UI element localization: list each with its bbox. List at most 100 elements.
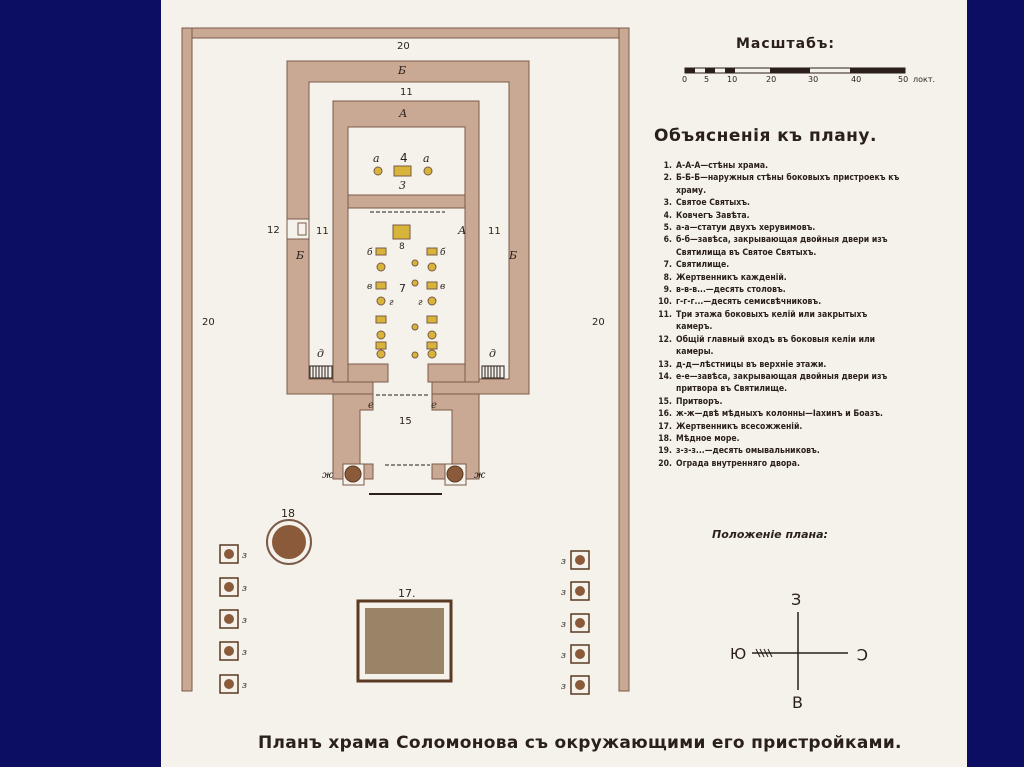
label-table-right: в bbox=[440, 282, 445, 292]
legend-item-number: 9. bbox=[663, 285, 672, 296]
legend-item: 14.е-е—завѣса, закрывающая двойныя двери… bbox=[654, 371, 904, 396]
label-stairs-left: д bbox=[317, 347, 324, 360]
label-laver-r1: з bbox=[561, 557, 566, 567]
legend-item-number: 11. bbox=[658, 309, 672, 320]
plan-caption: Планъ храма Соломонова съ окружающими ег… bbox=[258, 733, 902, 753]
legend-item: 1.А-А-А—стѣны храма. bbox=[654, 160, 904, 172]
legend-title: Объясненія къ плану. bbox=[654, 126, 877, 146]
legend-item-text: Общій главный входъ въ боковыя келіи или… bbox=[676, 334, 876, 358]
label-veil-b-right: б bbox=[440, 247, 446, 258]
legend-list: 1.А-А-А—стѣны храма.2.Б-Б-Б—наружныя стѣ… bbox=[654, 160, 904, 470]
legend-item-number: 17. bbox=[658, 421, 672, 432]
legend-item: 7. Святилище. bbox=[654, 259, 904, 271]
lavers-left bbox=[219, 544, 239, 694]
label-veil-e-right: е bbox=[431, 400, 437, 411]
label-court-wall-left: 20 bbox=[202, 317, 215, 328]
label-laver-l3: з bbox=[242, 616, 247, 626]
legend: Объясненія къ плану. 1.А-А-А—стѣны храма… bbox=[654, 126, 904, 470]
scale-tick-40: 40 bbox=[851, 75, 861, 84]
legend-item: 5. а-а—статуи двухъ херувимовъ. bbox=[654, 222, 904, 234]
label-laver-l4: з bbox=[242, 648, 247, 658]
legend-item-number: 12. bbox=[658, 334, 672, 345]
legend-item-number: 7. bbox=[663, 260, 672, 271]
legend-item-number: 6. bbox=[663, 235, 672, 246]
label-holy-place: 7 bbox=[399, 282, 406, 295]
label-cherub-left: а bbox=[373, 152, 380, 165]
lavers-right bbox=[570, 550, 590, 695]
scale-tick-20: 20 bbox=[766, 75, 776, 84]
legend-item-text: Святое Святыхъ. bbox=[676, 198, 750, 209]
legend-item-number: 3. bbox=[663, 198, 672, 209]
label-outer-wall-left: Б bbox=[295, 249, 304, 262]
legend-item-number: 1. bbox=[663, 161, 672, 171]
legend-item: 20. Ограда внутренняго двора. bbox=[654, 458, 904, 470]
side-entrance-door bbox=[297, 222, 307, 236]
label-side-entrance: 12 bbox=[267, 225, 280, 236]
label-laver-r3: з bbox=[561, 620, 566, 630]
legend-item-number: 13. bbox=[658, 359, 672, 370]
legend-item: 4. Ковчегъ Завѣта. bbox=[654, 210, 904, 222]
legend-item-text: е-е—завѣса, закрывающая двойныя двери из… bbox=[676, 371, 888, 395]
legend-item-text: Жертвенникъ кажденій. bbox=[676, 272, 787, 283]
legend-item: 13.д-д—лѣстницы въ верхніе этажи. bbox=[654, 359, 904, 371]
plan-labels: 20 Б 11 А 4 а а 3 12 11 11 Б Б А 8 7 б б… bbox=[202, 41, 605, 692]
label-outer-wall-right: Б bbox=[508, 249, 517, 262]
legend-item-number: 2. bbox=[663, 173, 672, 184]
label-porch: 15 bbox=[399, 416, 412, 427]
label-veil-b-left: б bbox=[367, 247, 373, 258]
legend-item-text: а-а—статуи двухъ херувимовъ. bbox=[676, 223, 816, 234]
label-ark: 4 bbox=[400, 151, 408, 165]
label-temple-wall-right: А bbox=[457, 224, 466, 237]
cherub-statue-right bbox=[423, 166, 433, 176]
legend-item-text: Ограда внутренняго двора. bbox=[676, 458, 800, 469]
legend-item-text: Жертвенникъ всесожженій. bbox=[676, 421, 803, 432]
legend-item: 6. б-б—завѣса, закрывающая двойныя двери … bbox=[654, 234, 904, 259]
legend-item: 10.г-г-г...—десять семисвѣчниковъ. bbox=[654, 296, 904, 308]
label-laver-l5: з bbox=[242, 681, 247, 691]
label-stairs-right: д bbox=[489, 347, 496, 360]
label-veil-e-left: е bbox=[368, 400, 374, 411]
legend-item: 11.Три этажа боковыхъ келій или закрытых… bbox=[654, 309, 904, 334]
legend-item-text: з-з-з...—десять омывальниковъ. bbox=[676, 446, 820, 457]
legend-item-number: 16. bbox=[658, 409, 672, 420]
legend-item-number: 4. bbox=[663, 210, 672, 221]
legend-item-text: Ковчегъ Завѣта. bbox=[676, 210, 750, 221]
legend-item-text: г-г-г...—десять семисвѣчниковъ. bbox=[676, 297, 822, 308]
label-altar-burnt: 17. bbox=[398, 587, 416, 600]
legend-item: 17. Жертвенникъ всесожженій. bbox=[654, 421, 904, 433]
scale-unit: локт. bbox=[913, 75, 935, 84]
orientation-north: З bbox=[791, 590, 801, 609]
stairs-right bbox=[481, 365, 505, 379]
tables-and-lampstands bbox=[375, 247, 438, 359]
legend-item-text: в-в-в...—десять столовъ. bbox=[676, 285, 786, 296]
legend-item: 19.з-з-з...—десять омывальниковъ. bbox=[654, 445, 904, 457]
scale-title: Масштабъ: bbox=[736, 36, 836, 52]
stairs-left bbox=[309, 365, 333, 379]
legend-item: 18. Мѣдное море. bbox=[654, 433, 904, 445]
bronze-sea-basin bbox=[272, 525, 306, 559]
altar-of-burnt-offering-top bbox=[365, 608, 444, 674]
legend-item-text: б-б—завѣса, закрывающая двойныя двери из… bbox=[676, 235, 888, 258]
legend-item-text: Святилище. bbox=[676, 260, 730, 271]
label-side-chambers-top: 11 bbox=[400, 87, 413, 98]
legend-item: 8.Жертвенникъ кажденій. bbox=[654, 272, 904, 284]
scale-tick-0: 0 bbox=[682, 75, 687, 84]
label-table-left: в bbox=[367, 282, 372, 292]
legend-item-number: 5. bbox=[663, 223, 672, 234]
legend-item: 9. в-в-в...—десять столовъ. bbox=[654, 284, 904, 296]
orientation-west: Ю bbox=[730, 645, 746, 663]
legend-item-number: 20. bbox=[658, 458, 672, 469]
legend-item-number: 18. bbox=[658, 433, 672, 444]
legend-item-text: Мѣдное море. bbox=[676, 433, 740, 444]
label-side-chambers-left: 11 bbox=[316, 226, 329, 237]
label-lamp-left: г bbox=[389, 298, 394, 308]
legend-item-text: Притворъ. bbox=[676, 396, 723, 407]
court-wall bbox=[181, 27, 630, 692]
label-cherub-right: а bbox=[423, 152, 430, 165]
legend-item-text: ж-ж—двѣ мѣдныхъ колонны—Іахинъ и Боазъ. bbox=[676, 409, 883, 420]
orientation-cross: З В Ю С bbox=[730, 590, 868, 712]
orientation-east: С bbox=[857, 645, 868, 664]
label-lamp-right: г bbox=[418, 298, 423, 308]
label-side-chambers-right: 11 bbox=[488, 226, 501, 237]
